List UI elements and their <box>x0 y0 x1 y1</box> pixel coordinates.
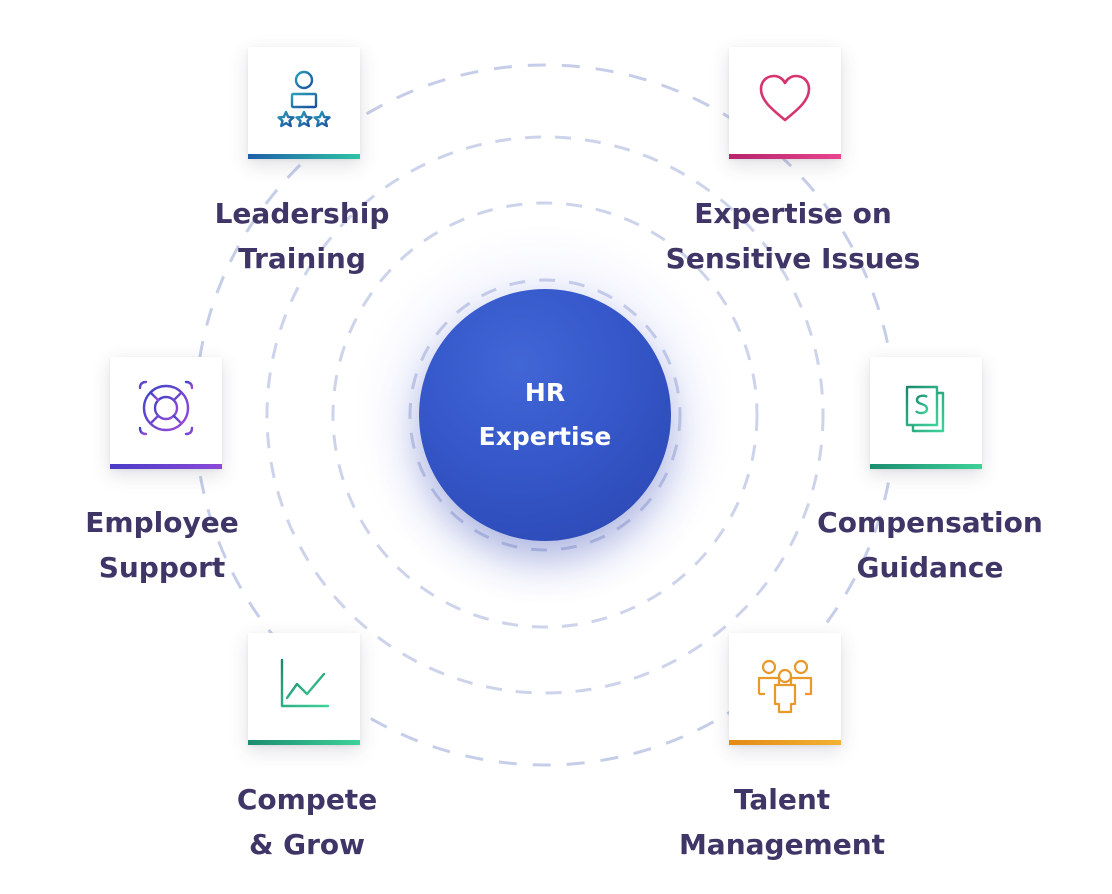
talent-management-card[interactable] <box>729 633 841 745</box>
card-accent-bar <box>870 464 982 469</box>
leadership-training-card[interactable] <box>248 47 360 159</box>
sensitive-issues-card[interactable] <box>729 47 841 159</box>
leadership-training-label: Leadership Training <box>214 197 390 275</box>
card-accent-bar <box>729 740 841 745</box>
employee-support-card[interactable] <box>110 357 222 469</box>
card-accent-bar <box>248 740 360 745</box>
compete-grow-label: Compete & Grow <box>236 783 378 861</box>
compensation-guidance-label: Compensation Guidance <box>817 506 1043 584</box>
team-icon <box>757 659 813 714</box>
card-accent-bar <box>729 154 841 159</box>
hr-expertise-hub: HR Expertise <box>419 289 671 541</box>
hub-label: HR Expertise <box>478 378 612 451</box>
card-accent-bar <box>248 154 360 159</box>
employee-support-label: Employee Support <box>85 506 239 584</box>
heart-icon <box>759 74 811 122</box>
person-rating-icon <box>277 70 331 128</box>
compete-grow-card[interactable] <box>248 633 360 745</box>
sensitive-issues-label: Expertise on Sensitive Issues <box>665 197 921 275</box>
compensation-guidance-card[interactable] <box>870 357 982 469</box>
growth-chart-icon <box>280 658 330 708</box>
dollar-documents-icon <box>905 385 945 433</box>
lifebuoy-icon <box>138 380 194 436</box>
talent-management-label: Talent Management <box>678 783 886 861</box>
card-accent-bar <box>110 464 222 469</box>
